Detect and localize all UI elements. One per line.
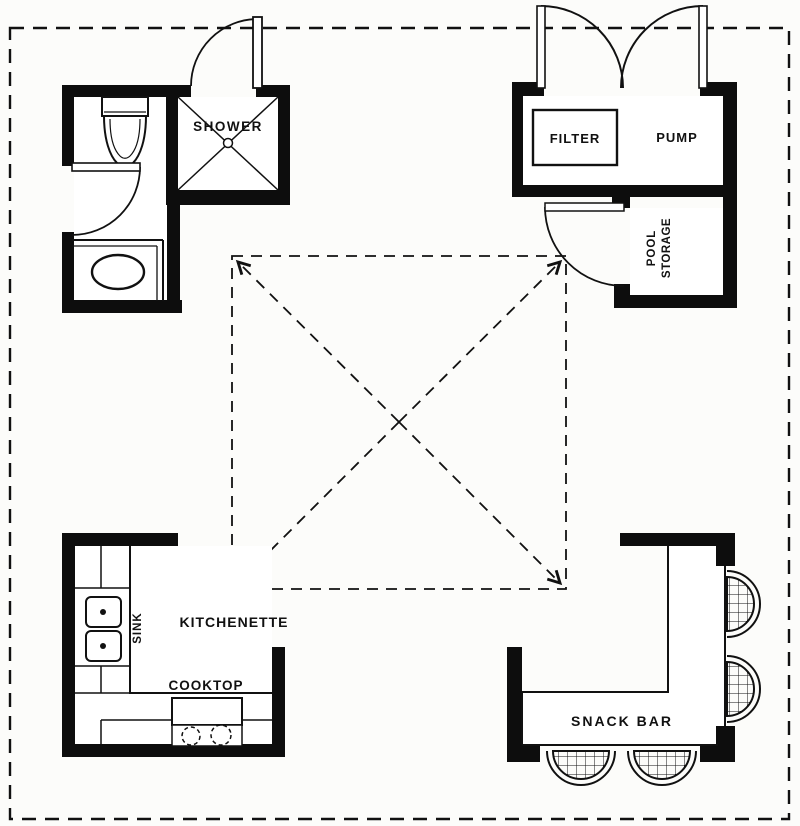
sink-drain xyxy=(100,609,106,615)
vanity-counter xyxy=(72,239,164,301)
door-swing-arc xyxy=(620,5,704,89)
snack-bar-label: SNACK BAR xyxy=(571,713,673,729)
cooktop-label: COOKTOP xyxy=(168,678,243,693)
door-swing-arc xyxy=(544,206,625,287)
deck-diagonal-arrow-nw xyxy=(235,259,400,423)
bar-stool xyxy=(726,570,761,638)
storage-door xyxy=(544,202,625,287)
door-leaf xyxy=(71,162,141,172)
door-swing-arc xyxy=(190,18,259,87)
bar-stool xyxy=(546,750,616,786)
bar-stools xyxy=(546,570,761,786)
pump-room: FILTER PUMP POOL STORAGE xyxy=(512,5,737,308)
property-boundary-dashed xyxy=(8,26,791,821)
deck-outline-dashed xyxy=(231,255,567,590)
storage-floor xyxy=(630,208,723,295)
kitchenette-label: KITCHENETTE xyxy=(180,614,289,630)
filter-unit xyxy=(531,108,619,167)
bar-stool xyxy=(627,750,697,786)
bathroom: SHOWER xyxy=(62,16,290,313)
door-swing-arc xyxy=(540,5,624,89)
double-entry-doors xyxy=(536,5,708,89)
pool-label-line1: POOL xyxy=(646,230,658,267)
toilet xyxy=(101,96,149,167)
pool-label-line2: STORAGE xyxy=(661,218,673,278)
snack-bar-walls xyxy=(507,533,735,762)
door-leaf xyxy=(544,202,625,212)
burner xyxy=(181,726,201,746)
central-deck-area xyxy=(231,255,567,590)
cooktop-unit xyxy=(171,697,243,747)
deck-diagonal-arrow-se xyxy=(398,421,563,586)
burner xyxy=(210,724,232,746)
bathroom-walls xyxy=(62,85,290,313)
snack-bar-counter-surface xyxy=(522,546,725,745)
door-leaf xyxy=(698,5,708,89)
kitchenette: SINK KITCHENETTE COOKTOP xyxy=(62,533,289,757)
door-swing-arc xyxy=(71,166,141,236)
sink-label: SINK xyxy=(132,612,144,643)
filter-label: FILTER xyxy=(550,131,601,146)
shower-entry-door xyxy=(190,16,263,89)
kitchenette-walls xyxy=(62,533,285,757)
deck-diagonal-arrow-ne xyxy=(398,259,563,423)
bathroom-entry-door xyxy=(71,162,141,236)
pump-room-walls xyxy=(512,82,737,308)
shower-drain xyxy=(222,137,234,149)
pool-storage-label: POOL STORAGE xyxy=(646,218,673,278)
pump-label: PUMP xyxy=(656,130,698,145)
snack-bar-counter-edges xyxy=(521,546,726,746)
snack-bar: SNACK BAR xyxy=(507,533,761,786)
door-leaf xyxy=(252,16,263,89)
sink-drain xyxy=(100,643,106,649)
kitchen-sink xyxy=(85,596,122,662)
door-leaf xyxy=(536,5,546,89)
shower-stall: SHOWER xyxy=(177,96,279,191)
bar-stool xyxy=(726,655,761,723)
vanity-sink-bowl xyxy=(90,253,146,291)
shower-label: SHOWER xyxy=(193,119,263,134)
